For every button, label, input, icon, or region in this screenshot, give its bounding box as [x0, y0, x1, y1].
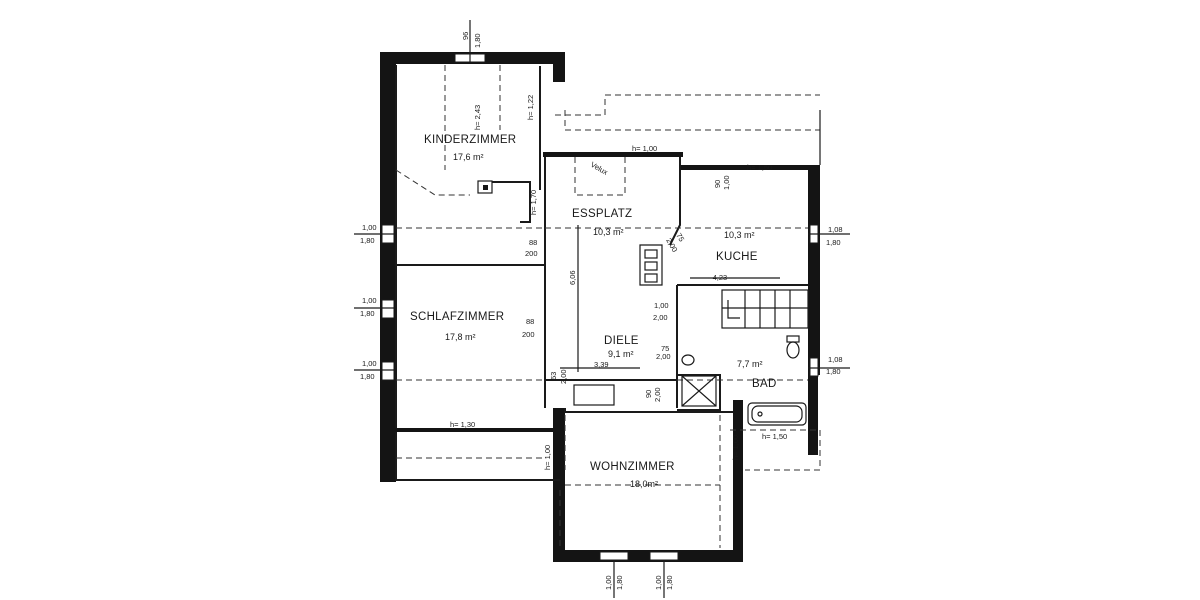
toilet	[786, 341, 800, 359]
bottom-180-b: 1,80	[665, 575, 674, 590]
d606: 6,06	[568, 270, 577, 285]
right-108-a: 1,08	[828, 225, 843, 234]
room-area-kinderzimmer: 17,6 m²	[453, 152, 484, 162]
left-100-b: 1,00	[362, 296, 377, 305]
slope-lines	[395, 65, 821, 548]
room-name-bad: BAD	[752, 378, 777, 390]
d200-a: 200	[525, 249, 538, 258]
room-area-essplatz: 10,3 m²	[593, 227, 624, 237]
d75-a: 75	[674, 232, 686, 244]
bath-fixtures	[681, 335, 807, 426]
d75-b: 75	[661, 344, 669, 353]
right-180-b: 1,80	[826, 367, 841, 376]
h-150-kuche: h= 1,50	[747, 163, 772, 172]
room-name-schlafzimmer: SCHLAFZIMMER	[410, 311, 504, 323]
dim-90-kuche: 90	[713, 180, 722, 188]
velux-label: Velux	[589, 160, 610, 177]
h-100-left: h= 1,00	[543, 445, 552, 470]
d100-stair: 1,00	[654, 301, 669, 310]
h-170: h= 1,70	[529, 190, 538, 215]
shower-tray	[681, 375, 717, 407]
room-area-wohnzimmer: 18,0m²	[630, 479, 658, 489]
dim-096: 96	[461, 32, 470, 40]
dim-180-top: 1,80	[473, 33, 482, 48]
room-area-schlafzimmer: 17,8 m²	[445, 332, 476, 342]
d88-a: 88	[529, 238, 537, 247]
staircase	[721, 289, 809, 329]
right-108-b: 1,08	[828, 355, 843, 364]
d90-bath: 90	[644, 390, 653, 398]
room-area-kuche: 10,3 m²	[724, 230, 755, 240]
room-name-kinderzimmer: KINDERZIMMER	[424, 134, 516, 146]
left-180-c: 1,80	[360, 372, 375, 381]
interior-walls	[395, 65, 808, 481]
room-name-diele: DIELE	[604, 335, 639, 347]
d200-b: 200	[522, 330, 535, 339]
dimension-lines	[354, 20, 850, 598]
d339: 3,39	[594, 360, 609, 369]
left-100-a: 1,00	[362, 223, 377, 232]
h-122: h= 1,22	[526, 95, 535, 120]
room-area-diele: 9,1 m²	[608, 349, 634, 359]
h-100-right: h= 1,00	[731, 435, 740, 460]
washbasin	[681, 354, 695, 366]
left-180-a: 1,80	[360, 236, 375, 245]
d200-e: 2,00	[559, 369, 568, 384]
bottom-180-a: 1,80	[615, 575, 624, 590]
room-labels: KINDERZIMMER 17,6 m² ESSPLATZ 10,3 m² KU…	[410, 134, 777, 489]
room-name-essplatz: ESSPLATZ	[572, 208, 632, 220]
room-name-wohnzimmer: WOHNZIMMER	[590, 461, 675, 473]
bathtub	[747, 402, 807, 426]
h-130: h= 1,30	[450, 420, 475, 429]
room-name-kuche: KUCHE	[716, 251, 758, 263]
d423: - 4,23 -	[708, 273, 732, 282]
left-180-b: 1,80	[360, 309, 375, 318]
h-100-top: h= 1,00	[632, 144, 657, 153]
left-100-c: 1,00	[362, 359, 377, 368]
bottom-100-a: 1,00	[604, 575, 613, 590]
right-180-a: 1,80	[826, 238, 841, 247]
room-area-bad: 7,7 m²	[737, 359, 763, 369]
d200-bath: 2,00	[653, 387, 662, 402]
d88-b: 88	[526, 317, 534, 326]
bottom-100-b: 1,00	[654, 575, 663, 590]
dim-100-kuche: 1,00	[722, 175, 731, 190]
h-243: h= 2,43	[473, 105, 482, 130]
d63: 63	[549, 372, 558, 380]
d200-stair: 2,00	[653, 313, 668, 322]
d200-d: 2,00	[656, 352, 671, 361]
h-150-bath: h= 1,50	[762, 432, 787, 441]
dimension-labels: 96 1,80 h= 2,43 h= 1,22 h= 1,00 h= 1,50 …	[360, 32, 843, 590]
